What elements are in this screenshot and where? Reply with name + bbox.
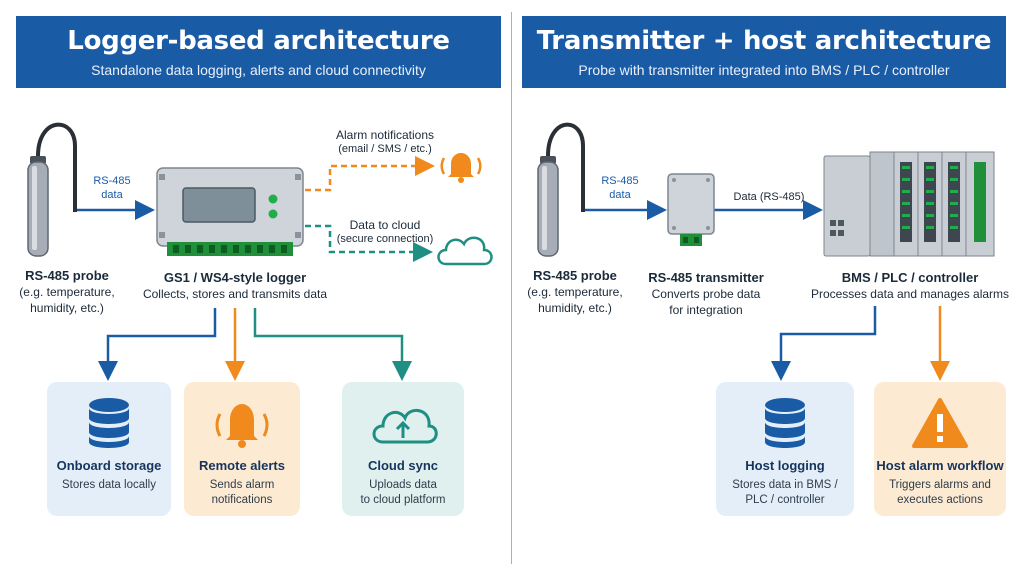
warning-icon [912, 398, 968, 448]
right-rs485-edge-line1: RS-485 [601, 175, 639, 187]
host-to-logging-arrow [771, 306, 877, 381]
right-rs485-edge-line2: data [609, 189, 631, 201]
logger-title: GS1 / WS4-style logger [163, 270, 307, 285]
cloud-edge-label: Data to cloud (secure connection) [330, 218, 440, 246]
cloud-upload-icon [372, 409, 438, 444]
logger-to-cloud-arrow [305, 224, 433, 262]
rs485-probe-icon [537, 122, 585, 257]
logger-architecture-subtitle: Standalone data logging, alerts and clou… [91, 62, 426, 78]
onboard-storage-title: Onboard storage [56, 458, 162, 473]
right-probe-title: RS-485 probe [533, 268, 617, 283]
transmitter-desc-line2: for integration [669, 303, 743, 317]
host-alarm-workflow-desc: Triggers alarms and executes actions [880, 478, 1000, 508]
host-alarm-workflow-title: Host alarm workflow [876, 458, 1004, 473]
host-logging-desc: Stores data in BMS / PLC / controller [722, 478, 848, 508]
data-rs485-edge-label: Data (RS-485) [733, 191, 805, 203]
remote-alerts-desc-line2: notifications [211, 494, 273, 506]
transmitter-architecture-banner: Transmitter + host architecture Probe wi… [522, 16, 1006, 88]
host-label: BMS / PLC / controller Processes data an… [800, 270, 1020, 302]
left-probe-desc-line2: humidity, etc.) [30, 301, 104, 315]
left-probe-title: RS-485 probe [25, 268, 109, 283]
cloud-sync-desc-line1: Uploads data [369, 479, 437, 491]
host-alarm-workflow-desc-line2: executes actions [897, 494, 983, 506]
onboard-storage-desc-line1: Stores data locally [62, 479, 156, 491]
bell-icon [215, 404, 269, 448]
bell-alert-icon [440, 153, 482, 183]
logger-desc: Collects, stores and transmits data [142, 287, 328, 301]
plc-controller-icon [823, 151, 995, 257]
left-rs485-edge-label: RS-485 data [84, 174, 140, 202]
data-logger-icon [156, 167, 304, 256]
left-probe-desc-line1: (e.g. temperature, [19, 285, 115, 299]
transmitter-desc-line1: Converts probe data [651, 287, 761, 301]
alarm-notifications-edge-label: Alarm notifications (email / SMS / etc.) [322, 128, 448, 156]
remote-alerts-desc-line1: Sends alarm [209, 479, 275, 491]
logger-to-alarm-arrow [305, 156, 435, 192]
host-alarm-workflow-desc-line1: Triggers alarms and [889, 479, 991, 491]
alarm-edge-line1: Alarm notifications [335, 128, 435, 142]
left-rs485-edge-line1: RS-485 [93, 175, 131, 187]
transmitter-architecture-title: Transmitter + host architecture [536, 26, 992, 56]
database-icon [765, 398, 805, 448]
host-logging-desc-line1: Stores data in BMS / [732, 479, 838, 491]
host-desc: Processes data and manages alarms [810, 287, 1010, 301]
cloud-edge-line2: (secure connection) [336, 233, 434, 245]
remote-alerts-title: Remote alerts [199, 458, 285, 473]
database-icon [89, 398, 129, 448]
logger-label: GS1 / WS4-style logger Collects, stores … [130, 270, 340, 302]
cloud-sync-card: Cloud sync Uploads data to cloud platfor… [342, 382, 464, 516]
transmitter-architecture-subtitle: Probe with transmitter integrated into B… [578, 62, 950, 78]
host-logging-title: Host logging [745, 458, 825, 473]
right-rs485-edge-label: RS-485 data [592, 174, 648, 202]
right-probe-desc-line2: humidity, etc.) [538, 301, 612, 315]
onboard-storage-card: Onboard storage Stores data locally [47, 382, 171, 516]
host-logging-desc-line2: PLC / controller [745, 494, 825, 506]
cloud-sync-desc-line2: to cloud platform [360, 494, 446, 506]
logger-to-storage-arrow [98, 308, 217, 381]
transmitter-icon [667, 173, 715, 246]
transmitter-title: RS-485 transmitter [648, 270, 764, 285]
cloud-sync-title: Cloud sync [367, 458, 439, 473]
right-probe-desc-line1: (e.g. temperature, [527, 285, 623, 299]
host-alarm-workflow-card: Host alarm workflow Triggers alarms and … [874, 382, 1006, 516]
cloud-edge-line1: Data to cloud [349, 218, 421, 232]
remote-alerts-desc: Sends alarm notifications [190, 478, 294, 508]
panel-divider [511, 12, 512, 564]
rs485-probe-icon [27, 122, 77, 257]
cloud-sync-desc: Uploads data to cloud platform [348, 478, 458, 508]
transmitter-label: RS-485 transmitter Converts probe data f… [636, 270, 776, 318]
host-title: BMS / PLC / controller [841, 270, 979, 285]
cloud-icon [437, 236, 493, 266]
logger-architecture-banner: Logger-based architecture Standalone dat… [16, 16, 501, 88]
left-probe-label: RS-485 probe (e.g. temperature, humidity… [4, 268, 130, 316]
right-probe-label: RS-485 probe (e.g. temperature, humidity… [512, 268, 638, 316]
logger-to-cloudsync-arrow [253, 308, 412, 381]
host-logging-card: Host logging Stores data in BMS / PLC / … [716, 382, 854, 516]
left-rs485-edge-line2: data [101, 189, 123, 201]
alarm-edge-line2: (email / SMS / etc.) [338, 143, 432, 155]
logger-architecture-title: Logger-based architecture [67, 26, 450, 56]
onboard-storage-desc: Stores data locally [53, 478, 165, 493]
remote-alerts-card: Remote alerts Sends alarm notifications [184, 382, 300, 516]
